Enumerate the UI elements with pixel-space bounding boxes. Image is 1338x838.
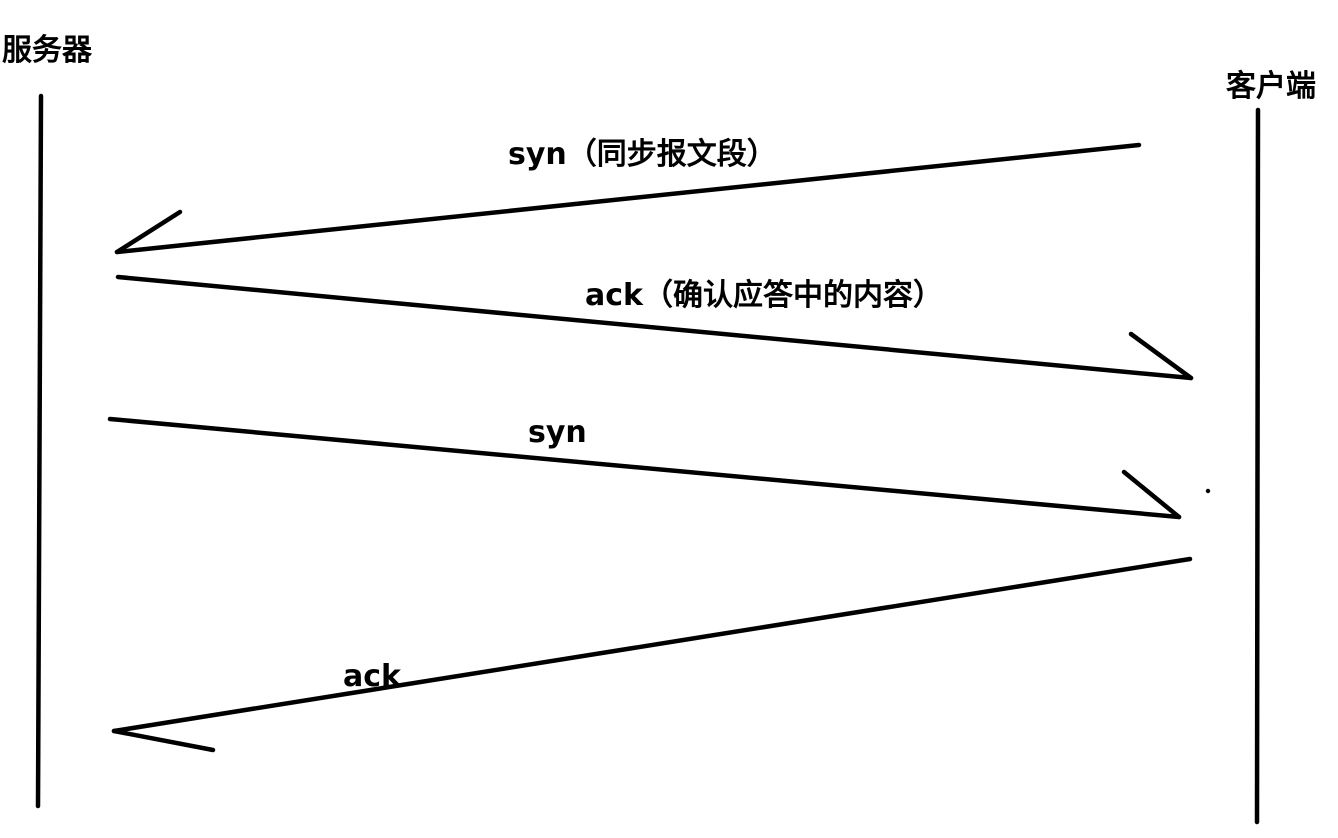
message-arrow-line (111, 556, 1193, 734)
arrowhead-icon (1121, 469, 1182, 520)
message-ack-content: ack（确认应答中的内容） (115, 274, 1194, 381)
message-label: ack（确认应答中的内容） (585, 278, 943, 313)
message-syn-segment: syn（同步报文段） (114, 137, 1142, 255)
server-actor-label: 服务器 (2, 33, 93, 68)
message-arrow-line (115, 274, 1194, 381)
client-actor-label: 客户端 (1226, 69, 1316, 104)
arrowhead-icon (114, 209, 183, 255)
server-lifeline (35, 93, 44, 809)
message-ack: ack (111, 556, 1193, 753)
client-lifeline (1254, 107, 1261, 825)
stray-dot (1205, 488, 1211, 494)
arrowhead-icon (111, 728, 216, 753)
message-label: ack (343, 659, 402, 694)
message-label: syn (528, 415, 587, 450)
message-arrow-line (114, 142, 1142, 255)
message-syn: syn (107, 415, 1182, 520)
message-label: syn（同步报文段） (508, 137, 777, 172)
arrowhead-icon (1128, 331, 1194, 381)
message-arrow-line (107, 416, 1182, 520)
